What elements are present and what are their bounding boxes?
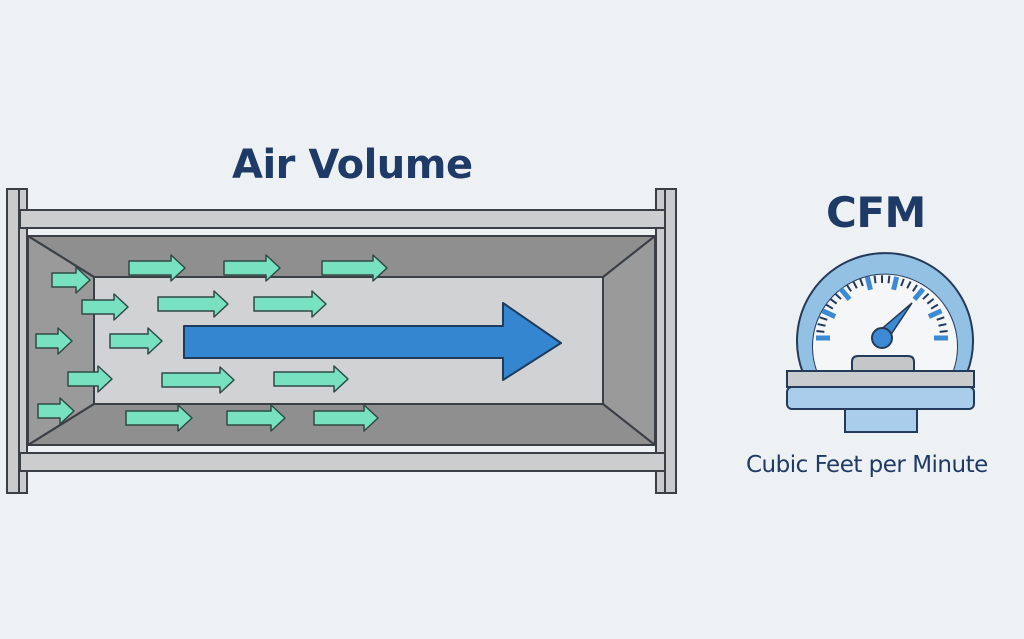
gauge-ticks [816, 275, 948, 341]
small-airflow-arrow [37, 397, 75, 425]
gauge-tick [891, 276, 900, 291]
small-airflow-arrow [253, 290, 327, 318]
small-airflow-arrow [109, 327, 163, 355]
gauge-tick [938, 323, 947, 327]
gauge-tick [838, 287, 852, 301]
gauge-base-cap [851, 355, 915, 373]
small-airflow-arrow [313, 404, 379, 432]
small-airflow-arrow [223, 254, 281, 282]
small-airflow-arrow [67, 365, 113, 393]
gauge-tick [834, 292, 842, 300]
gauge-tick [864, 276, 873, 291]
small-airflow-arrow [81, 293, 129, 321]
gauge-base [786, 386, 975, 410]
gauge-tick [922, 292, 930, 300]
small-airflow-arrow [273, 365, 349, 393]
gauge-tick [900, 278, 905, 287]
gauge-tick [859, 278, 864, 287]
small-airflow-arrow [321, 254, 388, 282]
gauge-tick [927, 308, 943, 319]
gauge-tick [930, 303, 939, 310]
gauge-tick [852, 281, 858, 289]
gauge-tick [829, 298, 838, 305]
air-volume-title: Air Volume [232, 142, 473, 188]
gauge-tick [926, 298, 935, 305]
gauge-tick [887, 275, 891, 284]
duct-flange-left [6, 188, 28, 494]
gauge-tick [821, 308, 837, 319]
gauge-tick [912, 284, 918, 292]
cfm-title: CFM [826, 188, 926, 237]
small-airflow-arrows [35, 254, 388, 432]
small-airflow-arrow [125, 404, 193, 432]
small-airflow-arrow [157, 290, 229, 318]
small-airflow-arrow [51, 266, 91, 294]
duct-top-bar [19, 209, 666, 229]
gauge-tick [846, 284, 852, 292]
gauge-base-plate [786, 370, 975, 388]
gauge-icon [786, 252, 975, 433]
small-airflow-arrow [161, 366, 235, 394]
gauge-needle-hub [871, 327, 893, 349]
gauge-stem [844, 408, 918, 433]
main-airflow-arrow [183, 302, 562, 381]
gauge-tick [819, 316, 828, 321]
duct-bottom-bar [19, 452, 666, 472]
gauge-tick [816, 329, 825, 333]
gauge-tick [906, 281, 912, 289]
cfm-subtitle: Cubic Feet per Minute [746, 452, 988, 478]
small-airflow-arrow [35, 327, 73, 355]
gauge-tick [939, 329, 948, 333]
small-airflow-arrow [226, 404, 286, 432]
gauge-tick [825, 303, 834, 310]
gauge-tick [873, 275, 877, 284]
gauge-tick [936, 316, 945, 321]
gauge-tick [817, 323, 826, 327]
gauge-tick [912, 287, 926, 301]
small-airflow-arrow [128, 254, 186, 282]
